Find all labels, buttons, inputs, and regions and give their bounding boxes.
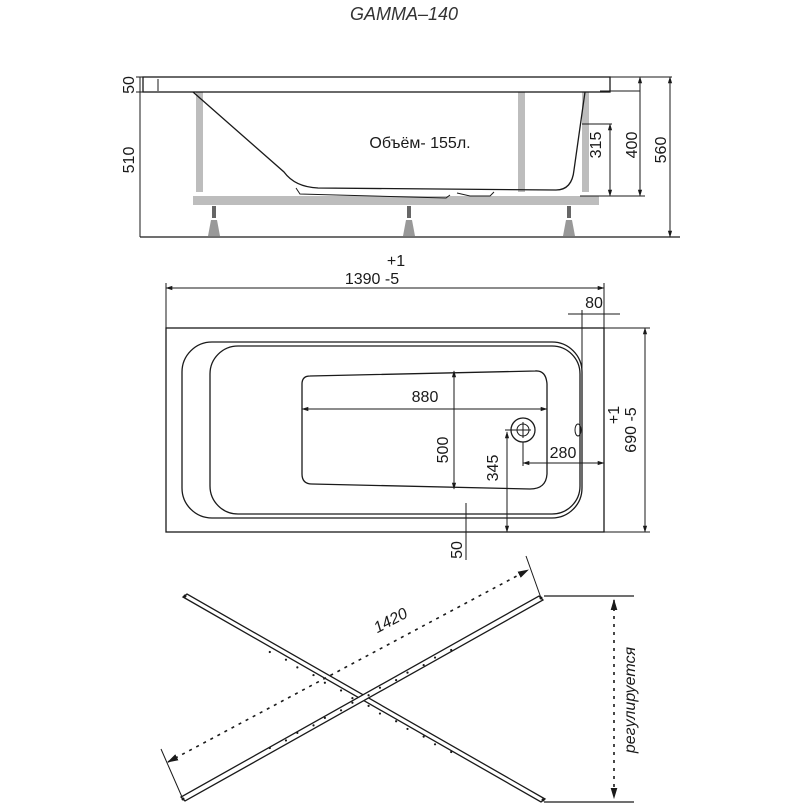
frame-hole	[339, 709, 343, 712]
dim-length: 1390 -5	[345, 271, 399, 288]
frame-hole	[433, 743, 437, 746]
frame-hole	[422, 663, 425, 667]
dim-rim-offset: 80	[585, 295, 603, 312]
frame-hole	[351, 697, 354, 700]
dim-drain-from-end: 280	[550, 445, 577, 462]
frame-hole	[323, 716, 326, 719]
frame-end-hole	[181, 797, 185, 801]
frame-hole	[395, 679, 398, 682]
adjustable-label: регулируется	[622, 646, 639, 754]
frame-hole	[395, 720, 398, 723]
frame-post-far-right	[582, 92, 589, 192]
dim-overflow-height: 315	[588, 132, 605, 159]
tub-body	[192, 91, 586, 191]
frame-hole	[406, 671, 409, 674]
frame-hole	[378, 712, 382, 715]
frame-hole	[323, 681, 326, 684]
frame-hole	[378, 686, 382, 689]
frame-end-hole	[541, 798, 545, 802]
frame-base-bar	[193, 196, 599, 205]
frame-hole	[268, 746, 271, 750]
frame-hole	[339, 689, 343, 692]
overflow-icon	[574, 423, 582, 437]
length-tolerance-plus: +1	[387, 253, 405, 270]
top-view: +1 1390 -5 880 500 345 280 80	[165, 253, 650, 560]
frame-hole	[450, 750, 453, 754]
frame-hole	[284, 658, 288, 661]
tub-rim	[142, 76, 611, 93]
frame-post-left	[196, 92, 203, 192]
dim-width: 690 -5	[623, 407, 640, 452]
frame-hole	[422, 735, 425, 738]
dim-drain-from-side: 345	[485, 455, 502, 482]
frame-post-right	[518, 92, 525, 192]
drawing-title: GAMMA–140	[350, 4, 458, 24]
dim-rim-thickness: 50	[121, 76, 138, 94]
frame-hole	[367, 694, 370, 697]
frame-view: 1420 регулируется	[160, 555, 639, 803]
frame-hole	[312, 673, 315, 677]
frame-hole	[367, 704, 370, 707]
width-tolerance-plus: +1	[606, 406, 623, 424]
side-view: 50 510 315 400 560 Объём- 155л.	[121, 76, 680, 238]
dim-diagonal-length: 1420	[371, 605, 410, 637]
dim-bottom-length: 880	[412, 389, 439, 406]
frame-hole	[312, 724, 315, 727]
dim-total-height: 560	[653, 137, 670, 164]
frame-hole	[433, 656, 437, 659]
tub-feet	[208, 206, 575, 236]
frame-hole	[296, 666, 299, 669]
frame-hole	[296, 731, 299, 735]
dim-height-to-rim: 510	[121, 147, 138, 174]
dim-inner-depth: 400	[624, 132, 641, 159]
tub-outline	[165, 327, 605, 533]
dim-bottom-width: 500	[435, 437, 452, 464]
frame-hole	[351, 701, 354, 704]
frame-hole	[406, 727, 409, 731]
frame-hole	[450, 648, 453, 652]
frame-hole	[268, 650, 271, 654]
tub-bottom	[301, 370, 548, 490]
volume-label: Объём- 155л.	[369, 135, 470, 152]
diagonal-dimension-line	[167, 569, 529, 763]
frame-hole	[284, 739, 288, 742]
frame-end-hole	[183, 594, 187, 598]
tub-basin	[209, 345, 581, 515]
dim-rim-edge: 50	[449, 541, 466, 559]
